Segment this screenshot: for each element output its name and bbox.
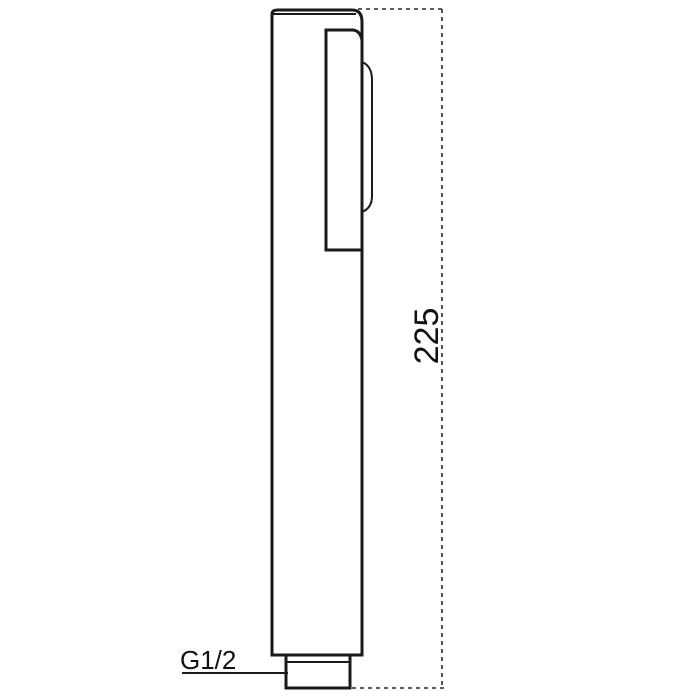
spray-face-side-profile <box>361 61 373 213</box>
threaded-connector <box>284 653 352 690</box>
handle-body-outline <box>270 8 364 657</box>
spray-face-panel <box>324 28 364 252</box>
thread-size-label: G1/2 <box>180 645 236 675</box>
height-dimension-label: 225 <box>408 308 446 365</box>
